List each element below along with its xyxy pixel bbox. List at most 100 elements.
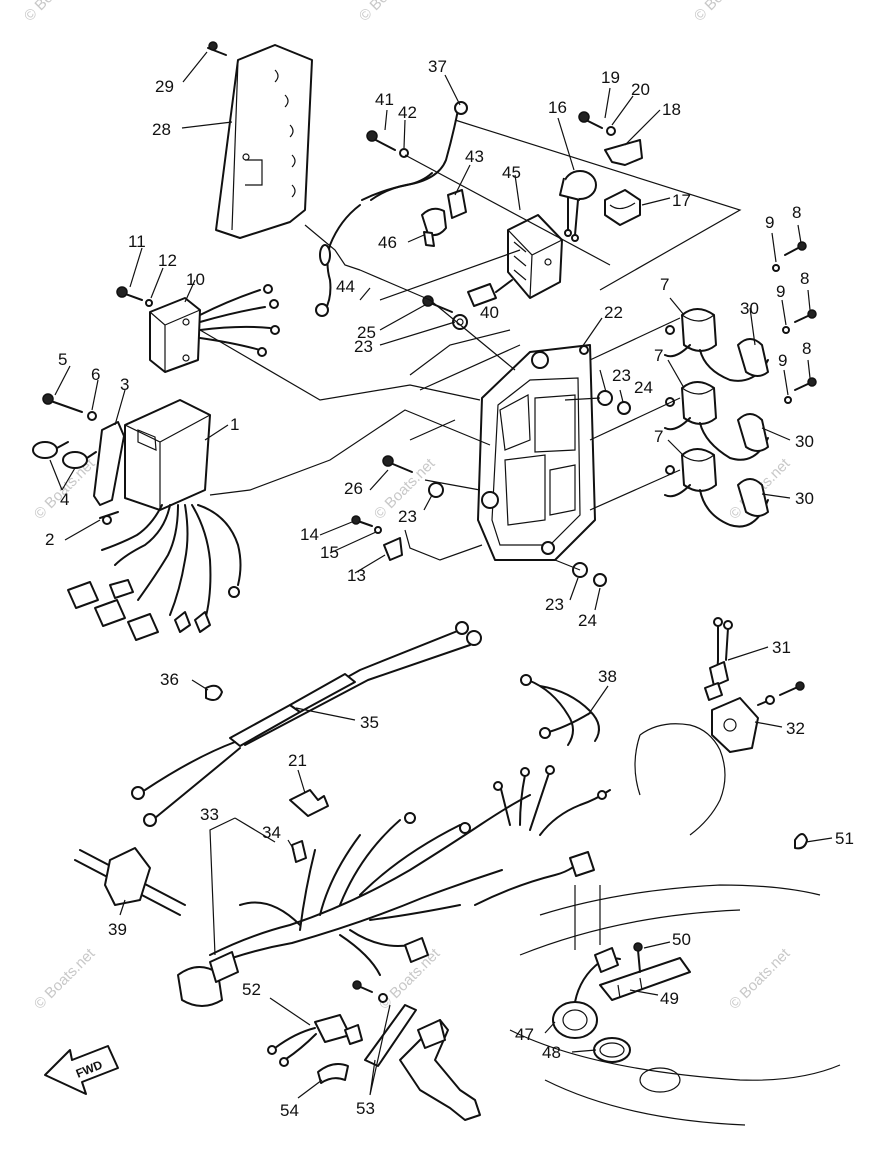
- watermark: © Boats.net: [691, 0, 759, 25]
- callout-leaders: [49, 51, 833, 1099]
- forward-arrow-icon: FWD: [44, 1045, 119, 1095]
- callout-42: 42: [398, 103, 417, 122]
- callout-7-mid: 7: [654, 346, 663, 365]
- callout-5: 5: [58, 350, 67, 369]
- screws-part-8: [784, 241, 817, 391]
- holder-part-39: [74, 847, 186, 916]
- callout-23-right: 23: [612, 366, 631, 385]
- plug-cap-part-30-top: [737, 338, 769, 377]
- clip-part-17: [604, 189, 641, 226]
- callout-49: 49: [660, 989, 679, 1008]
- callout-4: 4: [60, 490, 69, 509]
- callout-7-bottom: 7: [654, 427, 663, 446]
- callout-51: 51: [835, 829, 854, 848]
- screw-part-50: [633, 942, 643, 973]
- callout-18: 18: [662, 100, 681, 119]
- callout-21: 21: [288, 751, 307, 770]
- sensor-part-32: [634, 681, 805, 836]
- callout-23-left: 23: [398, 507, 417, 526]
- callout-37: 37: [428, 57, 447, 76]
- clip-part-36: [205, 684, 223, 701]
- callout-46: 46: [378, 233, 397, 252]
- callout-6: 6: [91, 365, 100, 384]
- cord-part-44-wire: [315, 172, 433, 317]
- wire-harness-part-33: [177, 765, 611, 1007]
- screw-part-41: [366, 130, 396, 151]
- callout-45: 45: [502, 163, 521, 182]
- washer-part-20: [606, 126, 616, 136]
- bracket-part-49: [599, 957, 691, 1001]
- rectifier-part-40: [467, 214, 563, 307]
- callout-50: 50: [672, 930, 691, 949]
- callout-32: 32: [786, 719, 805, 738]
- callout-36: 36: [160, 670, 179, 689]
- bolt-part-5: [42, 393, 83, 413]
- callout-numbers: 29 28 37 41 42 43 45 46 16 17 18 19 20 1…: [45, 57, 854, 1120]
- callout-9-bottom: 9: [778, 351, 787, 370]
- cover-part-28: [215, 44, 313, 239]
- callout-40: 40: [480, 303, 499, 322]
- screw-part-11: [116, 286, 143, 301]
- grommet-part-47: [552, 947, 621, 1039]
- base-plate-part-22: [477, 344, 596, 561]
- callout-19: 19: [601, 68, 620, 87]
- callout-44: 44: [336, 277, 355, 296]
- callout-17: 17: [672, 191, 691, 210]
- stay-part-53: [352, 980, 481, 1121]
- watermark: © Boats.net: [356, 0, 424, 25]
- callout-15: 15: [320, 543, 339, 562]
- callout-24-bottom: 24: [578, 611, 597, 630]
- callout-30-bottom: 30: [795, 489, 814, 508]
- callout-39: 39: [108, 920, 127, 939]
- bracket-part-43: [447, 189, 467, 219]
- callout-31: 31: [772, 638, 791, 657]
- lead-wire-part-38: [520, 674, 600, 746]
- callout-38: 38: [598, 667, 617, 686]
- callout-13: 13: [347, 566, 366, 585]
- collar-part-24-right: [617, 401, 631, 415]
- clamp-part-4: [32, 441, 97, 469]
- callout-22: 22: [604, 303, 623, 322]
- cdi-unit-part-1: [67, 399, 242, 641]
- callout-9-top: 9: [765, 213, 774, 232]
- callout-24-right: 24: [634, 378, 653, 397]
- callout-30-mid: 30: [795, 432, 814, 451]
- washer-part-6: [87, 411, 97, 421]
- callout-43: 43: [465, 147, 484, 166]
- bolt-part-26: [382, 455, 413, 473]
- callout-54: 54: [280, 1101, 299, 1120]
- screw-part-14: [351, 515, 373, 527]
- callout-2: 2: [45, 530, 54, 549]
- watermark: © Boats.net: [21, 0, 89, 25]
- callout-41: 41: [375, 90, 394, 109]
- callout-8-bottom: 8: [802, 339, 811, 358]
- callout-29: 29: [155, 77, 174, 96]
- watermark: © Boats.net: [31, 945, 99, 1013]
- callout-26: 26: [344, 479, 363, 498]
- bolt-part-25: [422, 295, 453, 313]
- callout-35: 35: [360, 713, 379, 732]
- assembly-reference-lines: [199, 119, 742, 571]
- plug-cap-part-30-mid: [737, 413, 769, 452]
- callout-8-mid: 8: [800, 269, 809, 288]
- cable-part-35: [131, 621, 482, 827]
- ignition-coil-part-7-bottom: [664, 448, 769, 528]
- callout-28: 28: [152, 120, 171, 139]
- callout-12: 12: [158, 251, 177, 270]
- washer-part-15: [374, 526, 382, 534]
- callout-16: 16: [548, 98, 567, 117]
- callout-25: 25: [357, 323, 376, 342]
- callout-11: 11: [128, 232, 146, 251]
- grommet-part-23-left: [428, 482, 444, 498]
- cap-part-46: [421, 207, 447, 247]
- switch-part-52: [267, 1014, 363, 1067]
- callout-14: 14: [300, 525, 319, 544]
- grommet-part-23-top: [452, 314, 468, 330]
- bracket-part-18: [604, 139, 643, 166]
- clip-part-21: [289, 789, 329, 817]
- relay-part-16: [559, 170, 597, 242]
- callout-23-top: 23: [354, 337, 373, 356]
- washers-part-9: [772, 264, 792, 404]
- watermark: © Boats.net: [726, 945, 794, 1013]
